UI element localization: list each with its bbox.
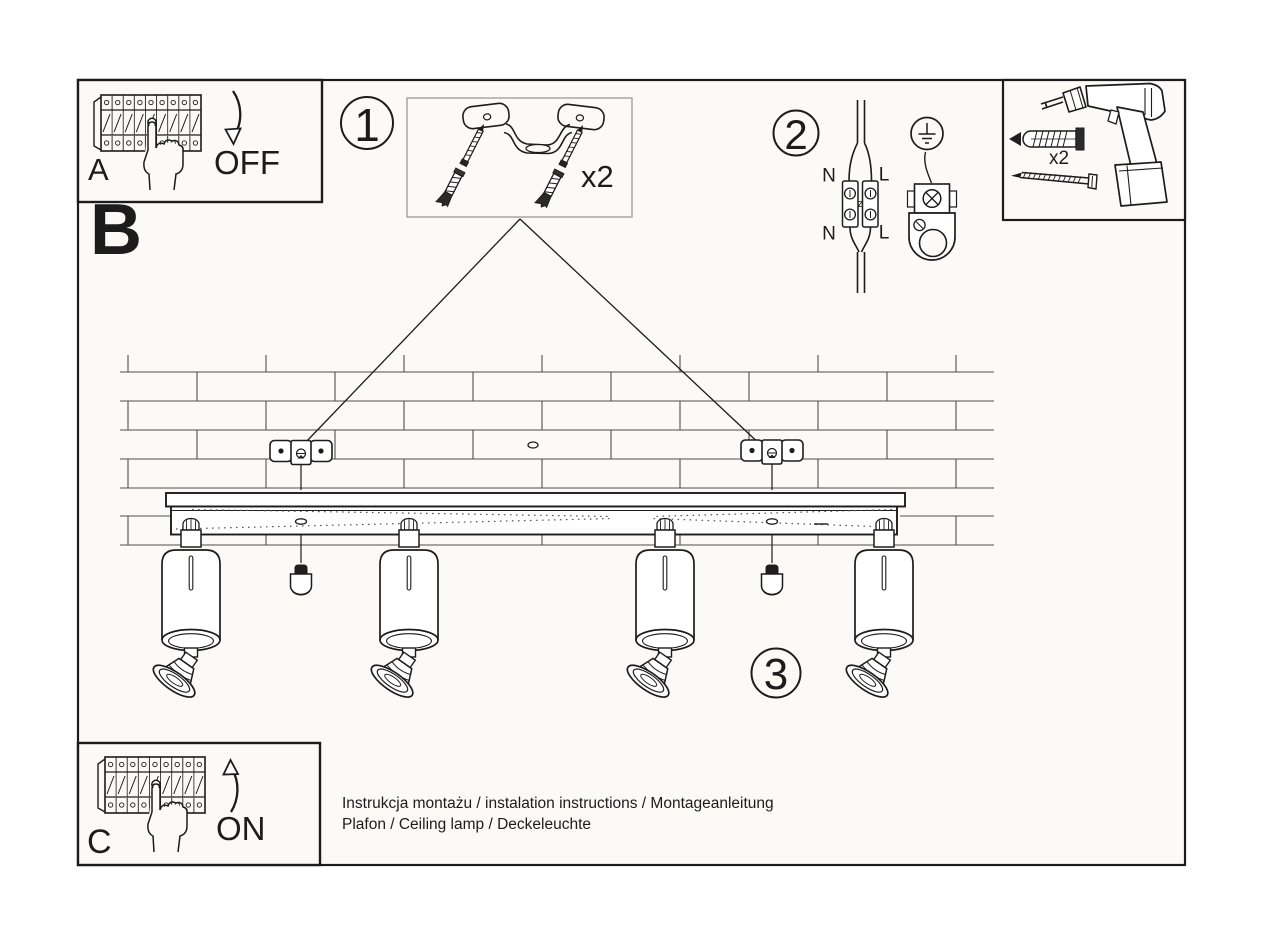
step-3-number: 3 [763, 650, 789, 699]
toolbox-quantity: x2 [1049, 148, 1070, 169]
wall-cable-hole [527, 441, 539, 449]
step-2-group [772, 100, 958, 293]
guide-dotted-lines [175, 508, 893, 530]
mounting-bracket-right-icon [740, 439, 804, 465]
panel-a-label: A [88, 152, 109, 187]
power-on-panel [76, 741, 322, 867]
bar-screw-hole-left [294, 518, 308, 525]
terminal-label-l-bottom: L [878, 222, 890, 244]
curved-arrow-up-icon [222, 758, 240, 813]
brick-wall [120, 355, 994, 546]
step-2-number: 2 [784, 111, 808, 158]
ground-clamp-icon [906, 151, 958, 261]
footer-instructions-line: Instrukcja montażu / instalation instruc… [342, 795, 774, 812]
footer-product-line: Plafon / Ceiling lamp / Deckeleuchte [342, 816, 591, 833]
panel-c-action-label: ON [216, 810, 266, 847]
step-1-badge [340, 96, 394, 150]
wall-plug-icon [1009, 127, 1085, 151]
leader-lines [304, 218, 765, 449]
terminal-label-l-top: L [878, 164, 890, 186]
terminal-label-n-bottom: N [822, 223, 836, 245]
step-1-quantity: x2 [581, 159, 614, 194]
drill-icon [1040, 82, 1168, 207]
terminal-label-n-top: N [822, 165, 836, 187]
ceiling-bracket-icon [462, 102, 605, 155]
curved-arrow-down-icon [224, 90, 242, 147]
power-off-panel [76, 78, 324, 204]
bar-screw-hole-right [765, 518, 779, 525]
step-3-badge [750, 647, 802, 699]
mounting-bracket-left-icon [269, 439, 333, 466]
section-b-label: B [90, 190, 142, 270]
step-2-badge [772, 109, 820, 157]
lamp-track-bar [165, 492, 906, 536]
screw-icon [1011, 171, 1098, 190]
step-1-number: 1 [354, 99, 380, 151]
panel-a-action-label: OFF [214, 144, 280, 181]
wiring-diagram [841, 100, 879, 293]
alignment-lines [300, 461, 773, 563]
ground-symbol-icon [910, 116, 944, 151]
step-1-group [340, 96, 633, 218]
toolbox-panel [1001, 78, 1187, 222]
panel-c-label: C [87, 823, 112, 861]
